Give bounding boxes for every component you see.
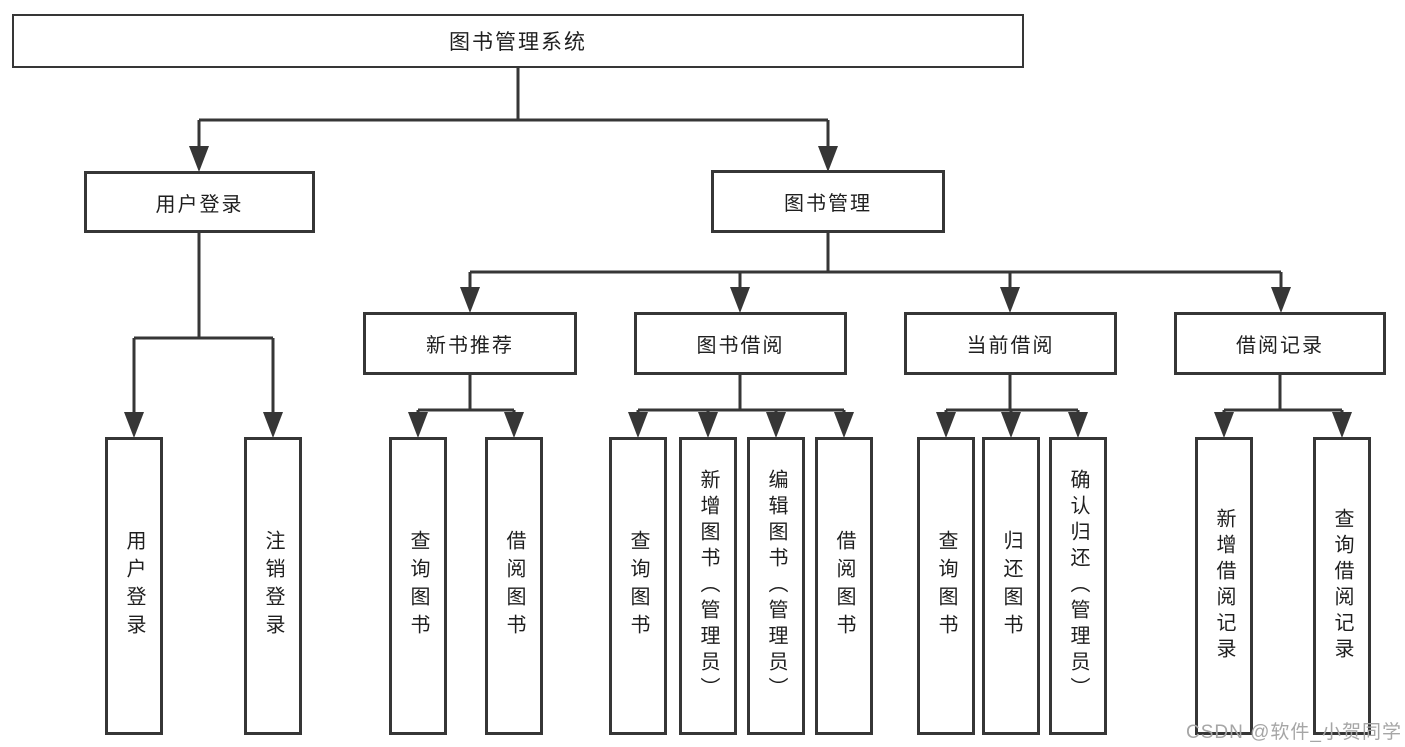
leaf-logout-login: 注销登录 (244, 437, 302, 735)
leaf-confirm-return-admin: 确认归还（管理员） (1049, 437, 1107, 735)
leaf-borrow-books-borrowing: 借阅图书 (815, 437, 873, 735)
leaf-query-books-current: 查询图书 (917, 437, 975, 735)
leaf-query-books-recommend: 查询图书 (389, 437, 447, 735)
node-book-management: 图书管理 (711, 170, 945, 233)
leaf-query-borrow-record: 查询借阅记录 (1313, 437, 1371, 735)
watermark: CSDN @软件_小贺同学 (1186, 722, 1402, 743)
leaf-query-books-borrowing: 查询图书 (609, 437, 667, 735)
node-book-borrowing: 图书借阅 (634, 312, 847, 375)
leaf-user-login: 用户登录 (105, 437, 163, 735)
leaf-add-borrow-record: 新增借阅记录 (1195, 437, 1253, 735)
leaf-add-books-admin: 新增图书（管理员） (679, 437, 737, 735)
node-new-book-recommendation: 新书推荐 (363, 312, 577, 375)
leaf-borrow-books-recommend: 借阅图书 (485, 437, 543, 735)
node-borrowing-records: 借阅记录 (1174, 312, 1386, 375)
node-library-management-system: 图书管理系统 (12, 14, 1024, 68)
leaf-edit-books-admin: 编辑图书（管理员） (747, 437, 805, 735)
node-user-login: 用户登录 (84, 171, 315, 233)
node-current-borrowing: 当前借阅 (904, 312, 1117, 375)
leaf-return-books: 归还图书 (982, 437, 1040, 735)
